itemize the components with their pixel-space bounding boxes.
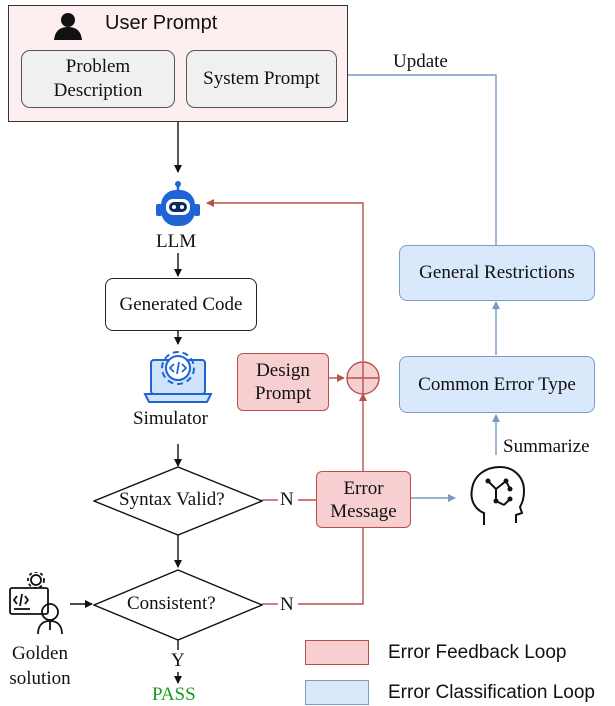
system-prompt-box: System Prompt bbox=[186, 50, 337, 108]
golden-solution-label: Golden solution bbox=[9, 643, 71, 689]
problem-description-label: Problem Description bbox=[53, 56, 143, 101]
design-prompt-box: Design Prompt bbox=[237, 353, 329, 411]
line-consistent-n-to-error bbox=[298, 528, 364, 605]
llm-label: LLM bbox=[156, 231, 197, 252]
golden-solution-icon bbox=[9, 572, 63, 634]
syntax-no-label: N bbox=[280, 489, 294, 510]
system-prompt-label: System Prompt bbox=[203, 68, 320, 89]
legend-label-feedback: Error Feedback Loop bbox=[388, 642, 567, 663]
design-prompt-label: Design Prompt bbox=[255, 360, 311, 404]
legend-label-classification: Error Classification Loop bbox=[388, 682, 595, 703]
generated-code-label: Generated Code bbox=[119, 293, 243, 315]
user-icon bbox=[54, 13, 82, 40]
error-message-label: Error Message bbox=[330, 477, 397, 522]
pass-label: PASS bbox=[152, 684, 196, 705]
consistent-no-label: N bbox=[280, 594, 294, 615]
arrow-combine-to-llm bbox=[206, 199, 364, 361]
robot-icon bbox=[156, 181, 200, 226]
yes-label: Y bbox=[171, 650, 185, 671]
simulator-icon bbox=[143, 351, 213, 403]
consistent-diamond bbox=[93, 569, 263, 641]
common-error-type-box: Common Error Type bbox=[399, 356, 595, 413]
brain-head-icon bbox=[470, 465, 526, 525]
general-restrictions-box: General Restrictions bbox=[399, 245, 595, 301]
common-error-type-label: Common Error Type bbox=[418, 373, 576, 395]
legend-swatch-feedback bbox=[305, 640, 369, 665]
user-prompt-panel: User Prompt Problem Description System P… bbox=[8, 5, 348, 122]
general-restrictions-label: General Restrictions bbox=[419, 262, 575, 283]
arrow-general-to-system bbox=[336, 71, 497, 245]
syntax-valid-diamond bbox=[93, 466, 263, 536]
legend-swatch-classification bbox=[305, 680, 369, 705]
generated-code-box: Generated Code bbox=[105, 278, 257, 331]
update-label: Update bbox=[393, 51, 448, 72]
syntax-valid-label: Syntax Valid? bbox=[119, 489, 225, 510]
consistent-label: Consistent? bbox=[127, 593, 216, 614]
problem-description-box: Problem Description bbox=[21, 50, 175, 108]
simulator-label: Simulator bbox=[133, 408, 208, 429]
error-message-box: Error Message bbox=[316, 471, 411, 528]
summarize-label: Summarize bbox=[503, 436, 590, 457]
user-prompt-title: User Prompt bbox=[105, 12, 218, 34]
